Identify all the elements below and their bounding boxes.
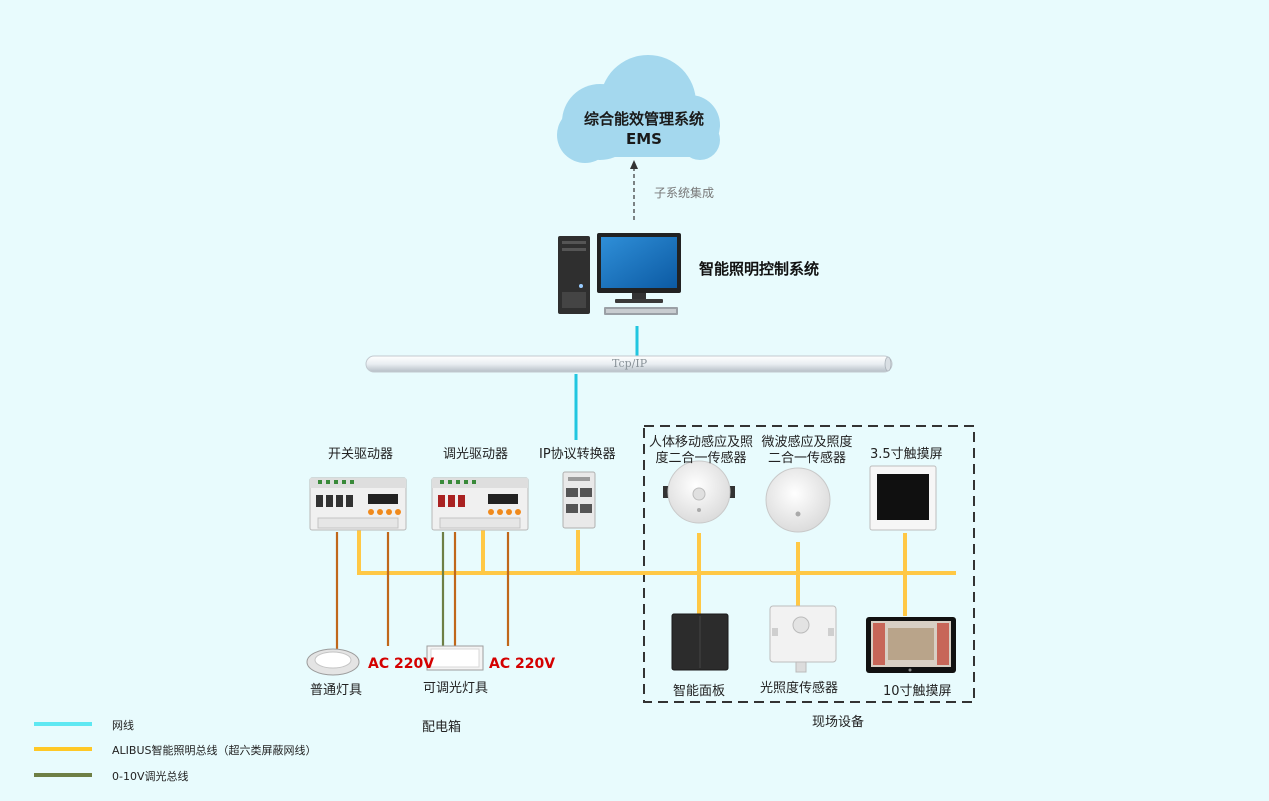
integration-label: 子系统集成 [654,186,715,200]
dimmable-lamp-label: 可调光灯具 [423,681,489,696]
ip-converter-device [562,471,596,529]
ems-cloud [557,55,720,163]
computer-tower-icon [558,236,590,314]
pir-sensor-device [663,460,735,524]
ems-subtitle: EMS [626,130,662,148]
light-sensor-label: 光照度传感器 [760,681,839,696]
power-lines [335,532,510,650]
normal-lamp-label: 普通灯具 [310,683,363,698]
legend-alibus-label: ALIBUS智能照明总线（超六类屏蔽网线） [112,744,317,757]
field-devices-boundary [643,425,975,703]
integration-arrow [630,160,638,220]
tcpip-backbone [365,355,893,373]
switch-driver-device [309,477,407,531]
smart-panel-label: 智能面板 [673,684,726,699]
legend-lines [34,722,92,777]
field-devices-label: 现场设备 [812,715,865,730]
touch-screen-35-label: 3.5寸触摸屏 [870,447,943,462]
legend-network-label: 网线 [112,719,134,732]
control-system-label: 智能照明控制系统 [699,260,820,278]
touch-screen-10-device [866,617,956,673]
tcpip-label: Tcp/IP [612,357,648,370]
microwave-sensor-device [765,467,831,533]
pir-sensor-label: 人体移动感应及照度二合一传感器 [648,435,753,466]
dimmable-lamp-device [426,645,484,671]
dimmer-driver-label: 调光驱动器 [443,447,509,462]
computer-monitor-icon [597,233,681,315]
touch-screen-35-device [869,465,937,531]
smart-panel-device [671,613,729,671]
switch-driver-label: 开关驱动器 [328,447,394,462]
normal-lamp-device [306,648,360,676]
power-label-dimmable: AC 220V [489,656,556,672]
power-label-normal: AC 220V [368,656,435,672]
dimmer-driver-device [431,477,529,531]
microwave-sensor-label: 微波感应及照度二合一传感器 [761,435,853,466]
ems-title: 综合能效管理系统 [583,110,704,128]
touch-screen-10-label: 10寸触摸屏 [883,684,952,699]
alibus-drops [357,530,907,616]
legend-dimming-label: 0-10V调光总线 [112,770,189,783]
distribution-box-label: 配电箱 [422,720,462,735]
light-sensor-device [769,605,837,673]
ip-converter-label: IP协议转换器 [539,447,616,462]
